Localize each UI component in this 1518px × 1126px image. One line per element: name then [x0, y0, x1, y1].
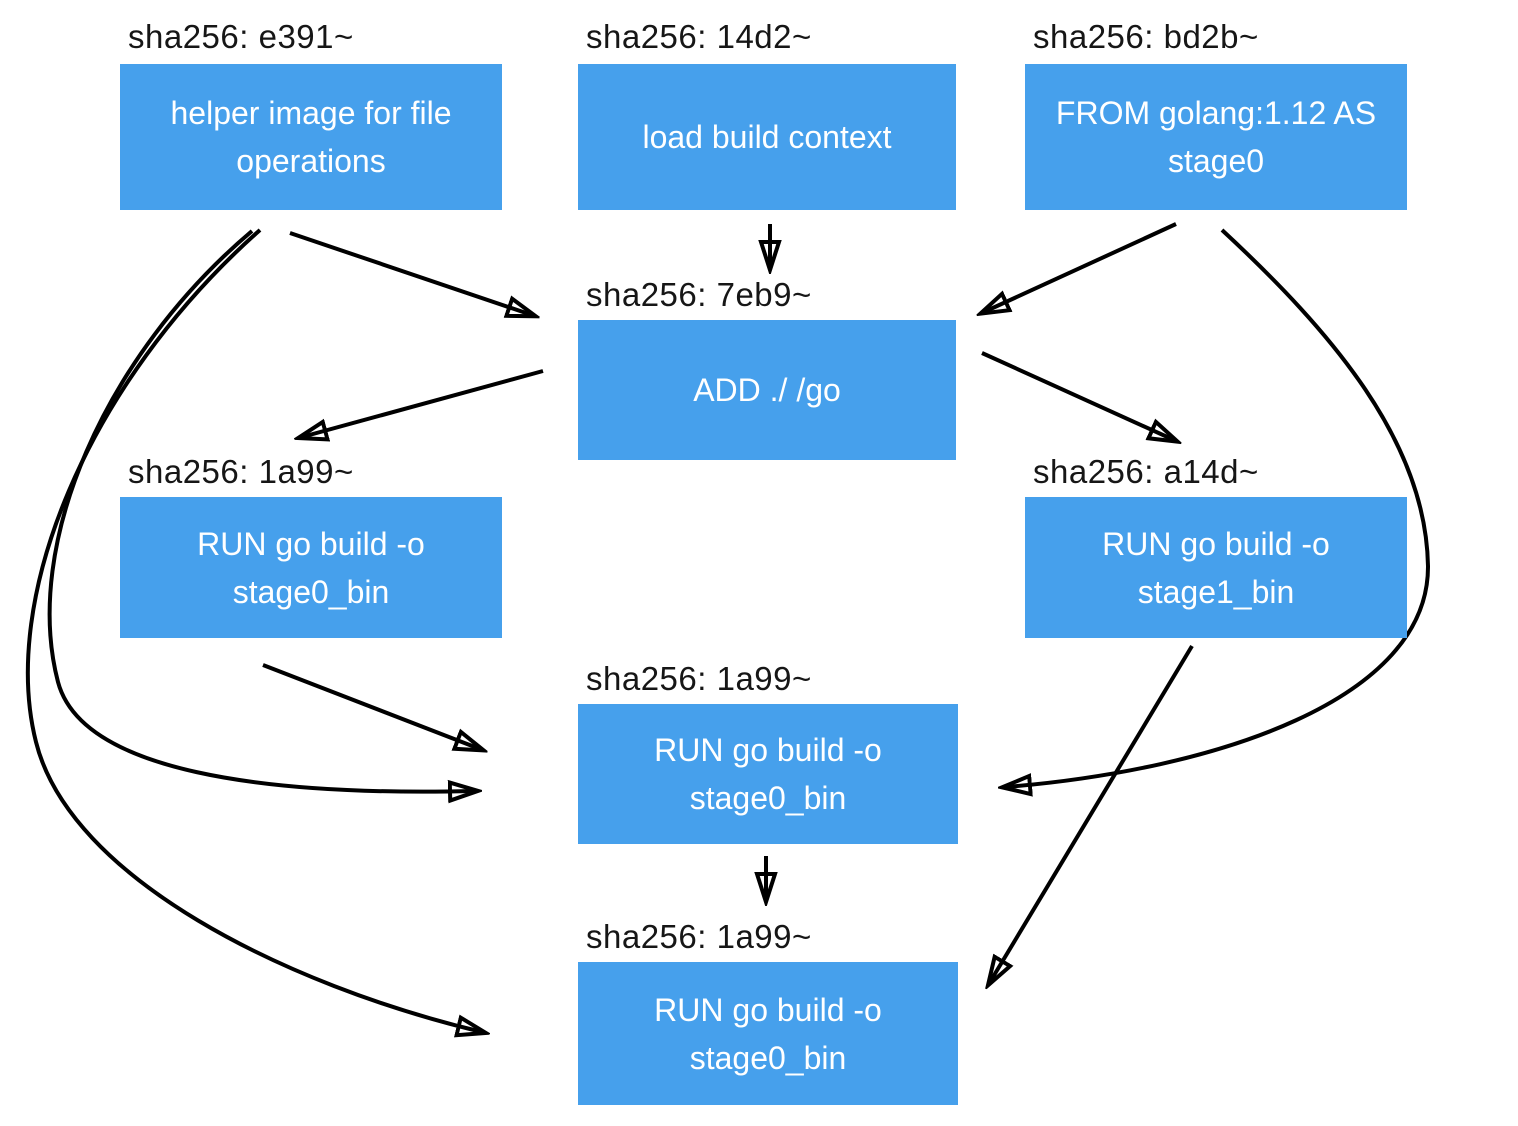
node-run-stage1-hash-label: sha256: a14d~ — [1033, 453, 1259, 490]
node-add-go: ADD ./ /go — [578, 320, 956, 460]
node-run-stage1: RUN go build -o stage1_bin — [1025, 497, 1407, 638]
edge-add-to-run1-arrow — [981, 351, 1174, 440]
node-helper-hash-label: sha256: e391~ — [128, 18, 354, 55]
node-run-stage0: RUN go build -o stage0_bin — [120, 497, 502, 638]
node-run-stage0-bottom-hash-label: sha256: 1a99~ — [586, 918, 812, 955]
node-load-build-context: load build context — [578, 64, 956, 210]
node-load-build-context-hash-label: sha256: 14d2~ — [586, 18, 812, 55]
node-run-stage0-mid-hash-label: sha256: 1a99~ — [586, 660, 812, 697]
node-run-stage0-hash-label: sha256: 1a99~ — [128, 453, 354, 490]
edge-add-to-run0-arrow — [302, 369, 544, 437]
edge-run0-to-run0mid-arrow — [262, 663, 480, 749]
node-add-go-hash-label: sha256: 7eb9~ — [586, 276, 812, 313]
edge-run1-to-run0bot-arrow — [990, 644, 1194, 982]
node-from-golang: FROM golang:1.12 AS stage0 — [1025, 64, 1407, 210]
edge-from-to-add-arrow — [984, 222, 1177, 312]
edge-helper-to-add-arrow — [289, 231, 532, 315]
node-run-stage0-bottom: RUN go build -o stage0_bin — [578, 962, 958, 1105]
node-helper-image: helper image for file operations — [120, 64, 502, 210]
node-from-golang-hash-label: sha256: bd2b~ — [1033, 18, 1259, 55]
node-run-stage0-mid: RUN go build -o stage0_bin — [578, 704, 958, 844]
